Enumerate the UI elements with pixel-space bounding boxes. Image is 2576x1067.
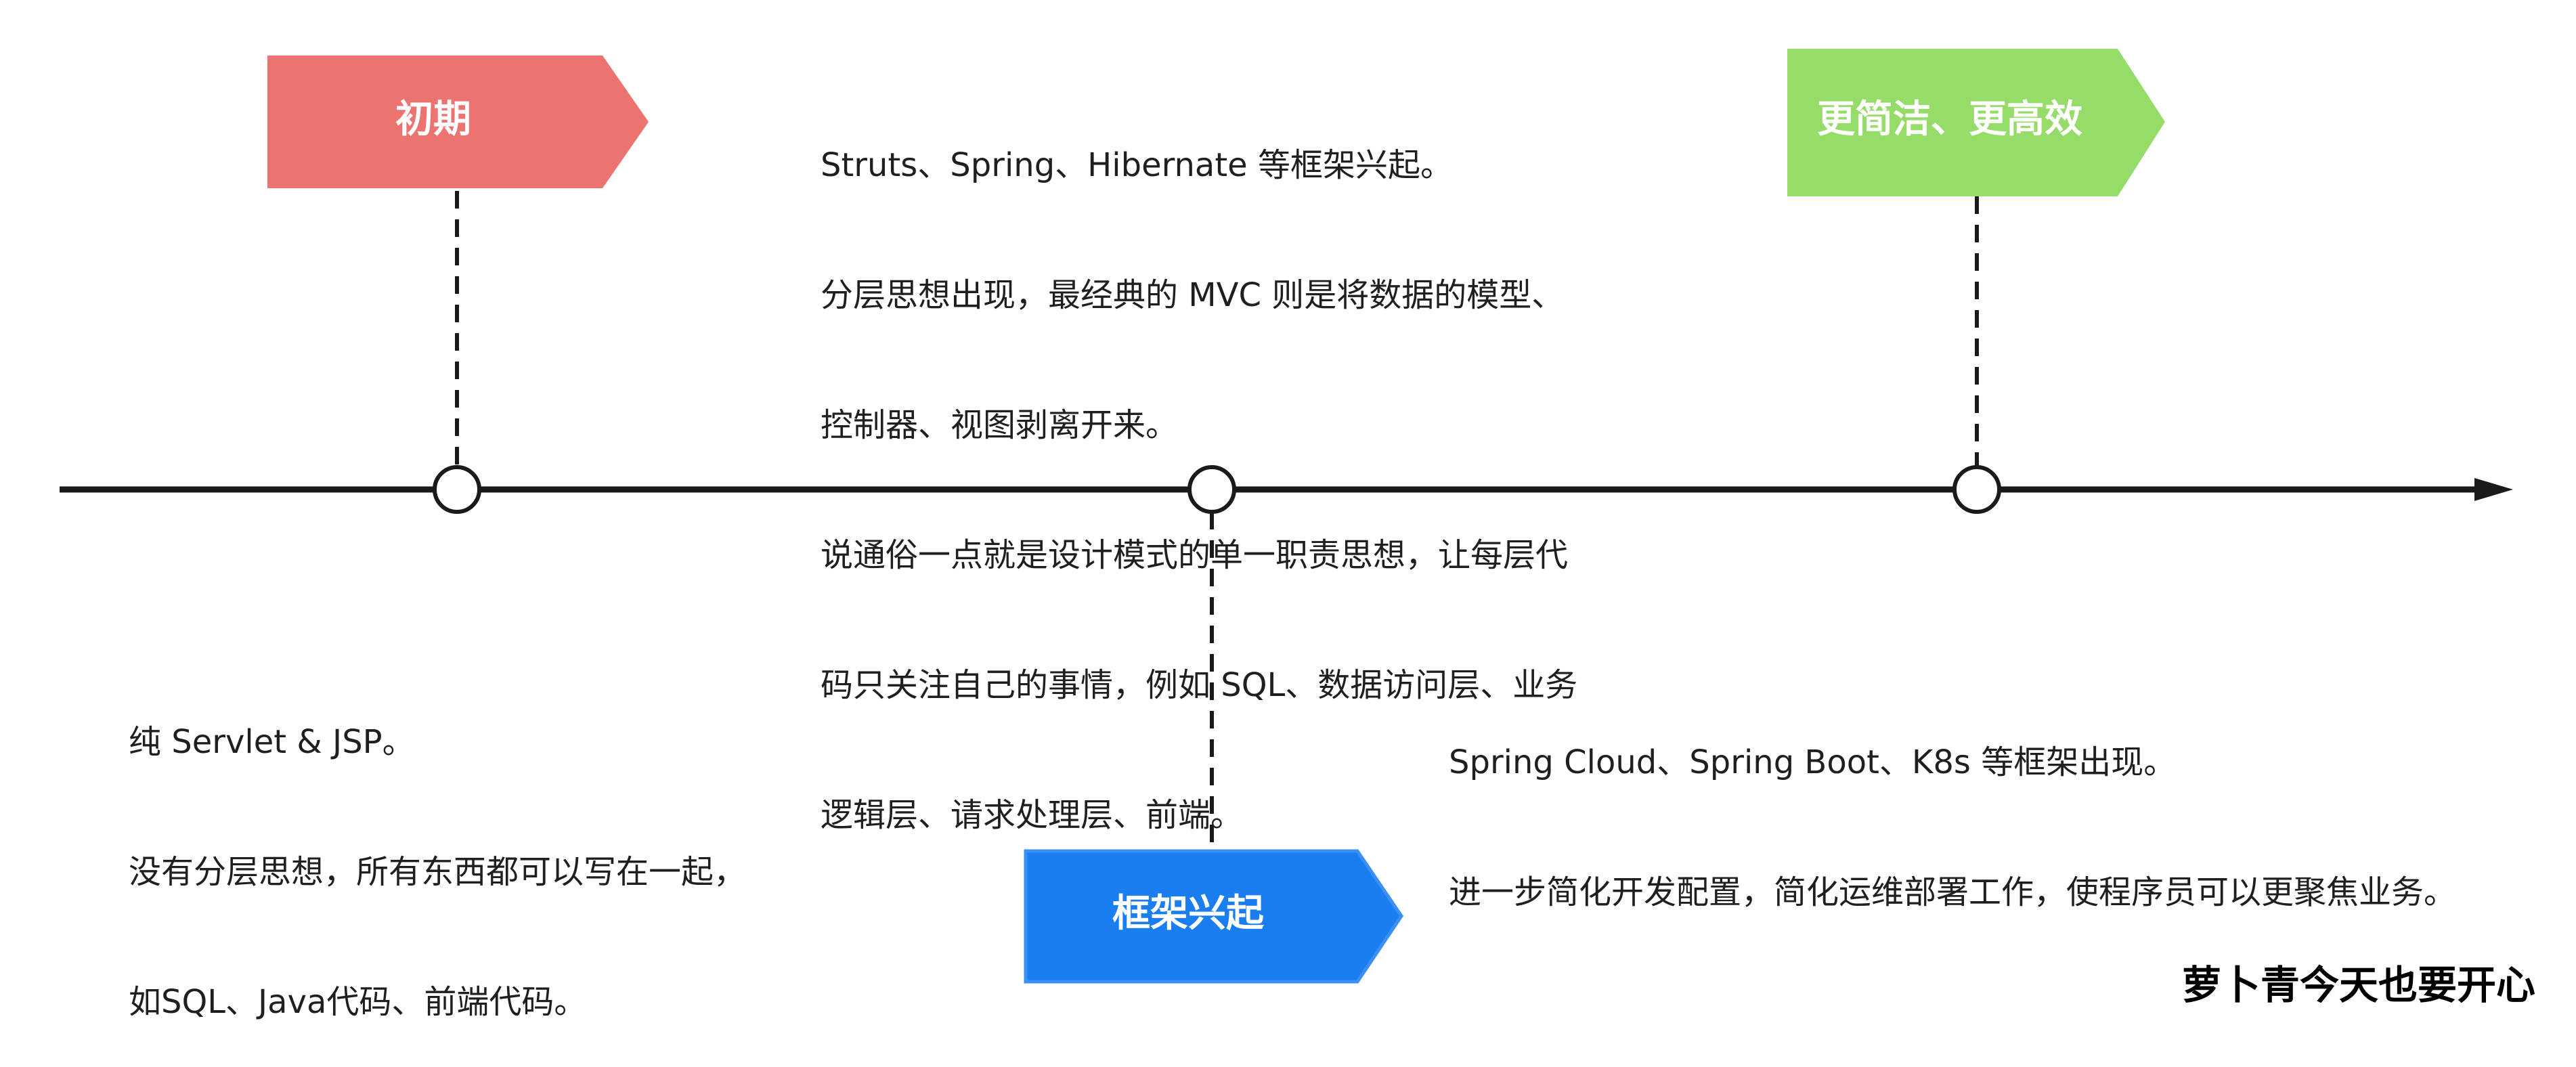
description-early: 纯 Servlet & JSP。 没有分层思想，所有东西都可以写在一起， 如SQ… — [129, 634, 746, 1067]
stage-label-simple: 更简洁、更高效 — [1817, 97, 2082, 141]
timeline-arrowhead — [2474, 478, 2513, 501]
description-line: Struts、Spring、Hibernate 等框架兴起。 — [821, 146, 1453, 184]
stage-banner-early — [267, 56, 649, 188]
node-simple — [1952, 465, 2001, 514]
author-watermark: 萝卜青今天也要开心 — [2181, 962, 2535, 1008]
description-line: 逻辑层、请求处理层、前端。 — [821, 796, 1244, 834]
description-line: 如SQL、Java代码、前端代码。 — [129, 983, 587, 1021]
stage-banner-simple — [1787, 49, 2165, 196]
description-line: 纯 Servlet & JSP。 — [129, 723, 415, 761]
description-line: Spring Cloud、Spring Boot、K8s 等框架出现。 — [1449, 743, 2177, 781]
node-early — [433, 465, 481, 514]
stage-label-framework: 框架兴起 — [1112, 892, 1265, 936]
description-line: 说通俗一点就是设计模式的单一职责思想，让每层代 — [821, 536, 1569, 574]
description-line: 进一步简化开发配置，简化运维部署工作，使程序员可以更聚焦业务。 — [1449, 873, 2457, 911]
description-simple: Spring Cloud、Spring Boot、K8s 等框架出现。 进一步简… — [1449, 654, 2456, 957]
description-line: 控制器、视图剥离开来。 — [821, 406, 1179, 444]
timeline-diagram: 初期 框架兴起 更简洁、更高效 — [60, 49, 2513, 984]
description-line: 码只关注自己的事情，例如 SQL、数据访问层、业务 — [821, 666, 1578, 704]
node-framework — [1187, 465, 1236, 514]
description-line: 没有分层思想，所有东西都可以写在一起， — [129, 853, 747, 891]
description-line: 分层思想出现，最经典的 MVC 则是将数据的模型、 — [821, 276, 1565, 314]
description-framework: Struts、Spring、Hibernate 等框架兴起。 分层思想出现，最经… — [821, 57, 1577, 880]
stage-label-early: 初期 — [395, 97, 471, 141]
stage-banner-framework — [1024, 849, 1404, 984]
